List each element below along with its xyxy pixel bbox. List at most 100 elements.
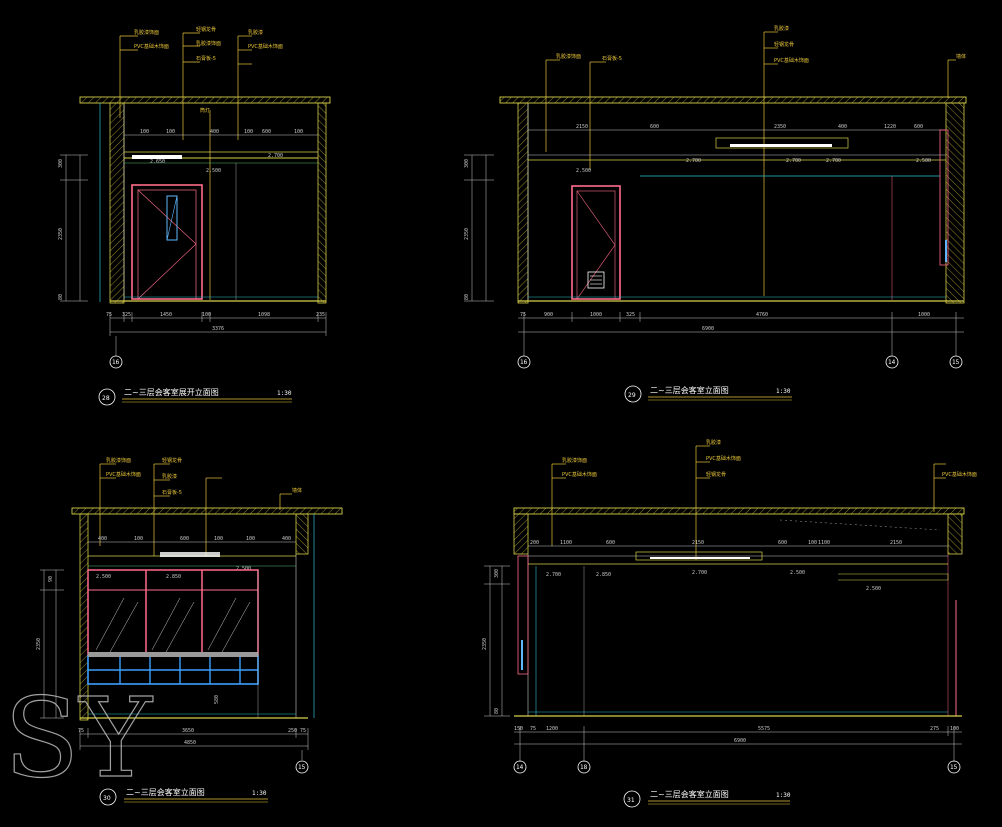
axis-label-31-c: 15 xyxy=(950,764,958,771)
axis-label-29-b: 14 xyxy=(888,359,896,366)
view-number-31: 31 xyxy=(627,797,635,804)
level-30-2: 2.850 xyxy=(166,574,181,580)
view-number-circle-31 xyxy=(623,790,641,808)
seg-29-2: 900 xyxy=(544,312,553,318)
elevation-view-28: 乳胶漆饰面 PVC基础木饰面 轻钢龙骨 乳胶漆饰面 石膏板-5 乳胶漆 PVC基… xyxy=(58,26,331,406)
seg-29-5: 4760 xyxy=(756,312,768,318)
note-28-5: 石膏板-5 xyxy=(196,55,216,62)
height-30-3: 580 xyxy=(214,695,220,704)
ceil-dim-30-4: 100 xyxy=(214,536,223,542)
axis-label-29-c: 15 xyxy=(952,359,960,366)
axis-bubble-31-c xyxy=(947,760,961,774)
slab-30 xyxy=(71,507,343,515)
level-31-1: 2.700 xyxy=(546,572,561,578)
door-swing-29 xyxy=(576,190,616,300)
annotation-leaders-28 xyxy=(119,32,252,300)
seg-31-2: 75 xyxy=(530,726,536,732)
note-29-6: 墙体 xyxy=(956,53,966,60)
note-31-1: 乳胶漆饰面 xyxy=(562,457,587,464)
total-31: 6900 xyxy=(734,738,746,744)
view-number-29: 29 xyxy=(628,392,636,399)
level-31-5: 2.500 xyxy=(866,586,881,592)
door-vent-29 xyxy=(587,271,605,289)
axis-bubble-29-c xyxy=(949,355,963,369)
ceil-dim-30-5: 100 xyxy=(246,536,255,542)
level-29-1: 2.500 xyxy=(576,168,591,174)
note-28-4: 乳胶漆饰面 xyxy=(196,40,221,47)
level-29-5: 2.500 xyxy=(916,158,931,164)
glass-partition-30 xyxy=(87,569,259,657)
ceil-dim-29-5: 1220 xyxy=(884,124,896,130)
ceil-dim-31-6: 100 xyxy=(808,540,817,546)
note-28-7: PVC基础木饰面 xyxy=(248,43,283,50)
ceil-dim-30-2: 100 xyxy=(134,536,143,542)
elevation-view-29: 乳胶漆饰面 石膏板-5 乳胶漆 轻钢龙骨 PVC基础木饰面 墙体 2150 60… xyxy=(464,25,967,403)
level-30-1: 2.500 xyxy=(96,574,111,580)
height-29-1: 300 xyxy=(464,159,470,168)
ceil-dim-29-1: 2150 xyxy=(576,124,588,130)
watermark-sy: SY xyxy=(4,674,153,802)
height-28-2: 2350 xyxy=(58,228,64,240)
level-28-1: 2.650 xyxy=(150,159,165,165)
level-31-2: 2.850 xyxy=(596,572,611,578)
ceil-dim-31-8: 2150 xyxy=(890,540,902,546)
slab-29 xyxy=(499,96,967,104)
view-number-circle-28 xyxy=(98,388,116,406)
slab-31 xyxy=(513,507,965,515)
axis-bubble-30-15 xyxy=(295,760,309,774)
note-29-5: PVC基础木饰面 xyxy=(774,57,809,64)
axis-bubble-28-16 xyxy=(109,355,123,369)
height-31-2: 2350 xyxy=(482,638,488,650)
height-28-3: 80 xyxy=(58,294,64,300)
wall-right-28 xyxy=(317,102,327,304)
ceil-dim-28-1: 100 xyxy=(140,129,149,135)
elevation-view-30: 乳胶漆饰面 PVC基础木饰面 轻钢龙骨 乳胶漆 石膏板-5 墙体 400 100… xyxy=(36,457,343,806)
seg-31-4: 5575 xyxy=(758,726,770,732)
door-frame-29 xyxy=(571,185,621,300)
wall-right-31 xyxy=(947,513,963,555)
ceil-dim-31-4: 2150 xyxy=(692,540,704,546)
note-28-8: 筒灯 xyxy=(200,107,210,114)
axis-bubble-31-b xyxy=(577,760,591,774)
seg-31-1: 150 xyxy=(514,726,523,732)
level-29-2: 2.700 xyxy=(686,158,701,164)
note-30-3: 轻钢龙骨 xyxy=(162,457,182,464)
ceil-dim-28-3: 400 xyxy=(210,129,219,135)
seg-28-1: 75 xyxy=(106,312,112,318)
ceil-dim-28-2: 100 xyxy=(166,129,175,135)
axis-bubble-29-b xyxy=(885,355,899,369)
note-31-6: PVC基础木饰面 xyxy=(942,471,977,478)
note-31-3: 乳胶漆 xyxy=(706,439,721,446)
seg-30-3: 250 xyxy=(288,728,297,734)
seg-30-1: 75 xyxy=(78,728,84,734)
view-title-28: 二~三层会客室展开立面图 xyxy=(124,387,219,397)
ceil-dim-28-4: 100 xyxy=(244,129,253,135)
axis-bubble-29-a xyxy=(517,355,531,369)
seg-28-2: 325 xyxy=(122,312,131,318)
axis-label-28-16: 16 xyxy=(112,359,120,366)
height-31-1: 300 xyxy=(494,569,500,578)
wall-left-31 xyxy=(513,513,529,555)
level-31-4: 2.500 xyxy=(790,570,805,576)
view-title-30: 二~三层会客室立面图 xyxy=(126,787,205,797)
axis-label-29-a: 16 xyxy=(520,359,528,366)
total-28: 3376 xyxy=(212,326,224,332)
total-29: 6900 xyxy=(702,326,714,332)
height-28-1: 300 xyxy=(58,159,64,168)
seg-29-1: 75 xyxy=(520,312,526,318)
view-number-circle-29 xyxy=(624,385,642,403)
view-number-30: 30 xyxy=(103,795,111,802)
note-30-4: 乳胶漆 xyxy=(162,473,177,480)
level-28-2: 2.700 xyxy=(268,153,283,159)
height-29-3: 80 xyxy=(464,294,470,300)
note-28-3: 轻钢龙骨 xyxy=(196,26,216,33)
wall-left-29 xyxy=(517,102,529,304)
window-29 xyxy=(939,129,949,266)
ceil-dim-28-5: 600 xyxy=(262,129,271,135)
elevation-view-31: 乳胶漆饰面 PVC基础木饰面 乳胶漆 PVC基础木饰面 轻钢龙骨 PVC基础木饰… xyxy=(482,439,977,808)
view-number-circle-30 xyxy=(99,788,117,806)
height-29-2: 2350 xyxy=(464,228,470,240)
seg-30-4: 75 xyxy=(300,728,306,734)
seg-29-3: 1000 xyxy=(590,312,602,318)
note-30-6: 墙体 xyxy=(292,487,302,494)
